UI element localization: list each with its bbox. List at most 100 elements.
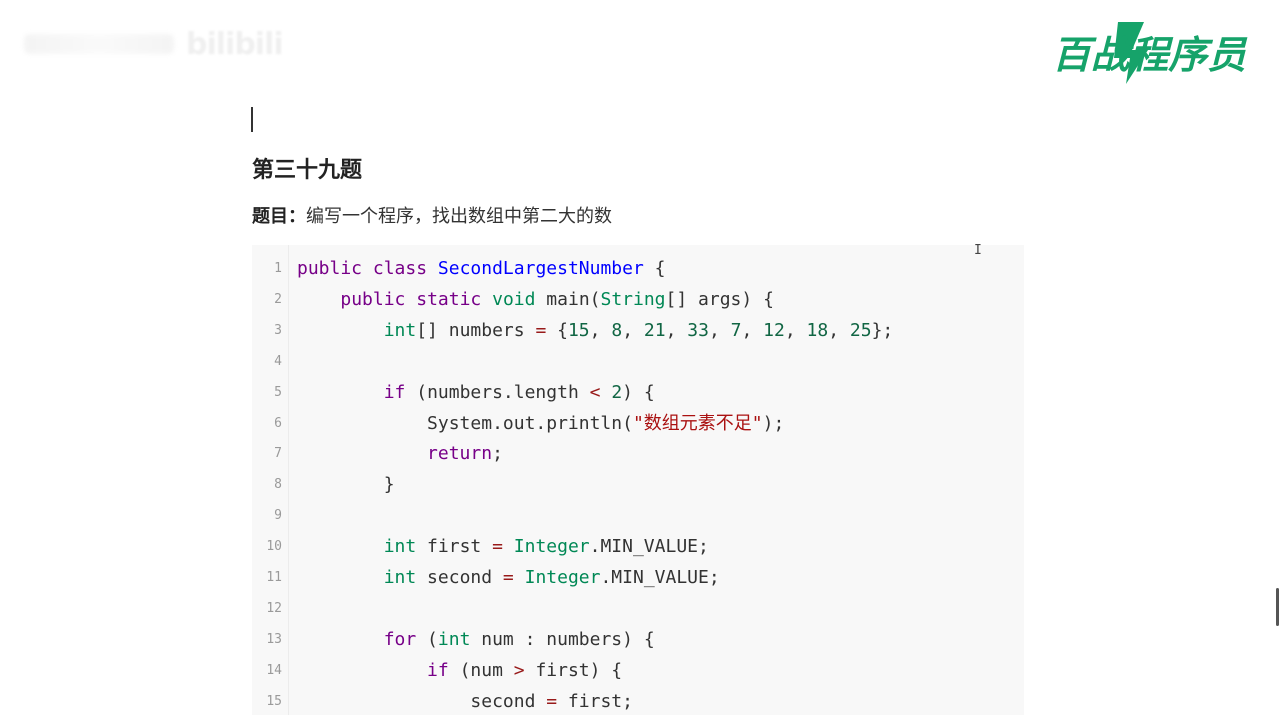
code-token: int (383, 567, 417, 588)
mouse-ibeam-icon: I (974, 243, 982, 258)
code-token: 25 (849, 319, 872, 341)
code-token (362, 258, 373, 279)
code-token: main( (535, 288, 601, 310)
code-token: , (622, 319, 644, 341)
code-text: if (numbers.length < 2) { (297, 377, 655, 408)
code-token: second (416, 567, 503, 588)
code-token: }; (871, 319, 894, 341)
code-token: } (297, 474, 395, 496)
code-token: ; (492, 443, 503, 465)
code-text: System.out.println("数组元素不足"); (297, 408, 784, 439)
code-line: 7 return; (252, 438, 1024, 469)
code-token (405, 289, 416, 310)
code-line: 3 int[] numbers = {15, 8, 21, 33, 7, 12,… (252, 315, 1024, 346)
code-token: 21 (643, 319, 666, 341)
watermark-site-text: bilibili (186, 26, 284, 62)
code-token (297, 382, 384, 403)
line-number: 6 (274, 415, 282, 431)
code-token (297, 629, 384, 650)
code-token: class (372, 258, 428, 279)
line-number-gutter (252, 245, 289, 715)
text-cursor (251, 107, 253, 132)
lightning-bolt-shape (1114, 22, 1148, 84)
line-number: 9 (274, 508, 282, 524)
code-token (297, 567, 384, 588)
code-token: public (297, 258, 363, 279)
code-token: , (741, 319, 764, 341)
code-token: , (708, 319, 731, 341)
line-number: 4 (274, 353, 282, 369)
code-token: [] args) { (665, 288, 774, 310)
code-line: 1 public class SecondLargestNumber { (252, 253, 1024, 284)
code-token: 12 (763, 319, 785, 341)
code-token: first) { (524, 659, 623, 681)
code-token: "数组元素不足" (632, 412, 763, 434)
line-number: 2 (274, 291, 282, 307)
code-token: ) { (622, 381, 655, 403)
code-token: Integer (513, 536, 590, 558)
code-text: int[] numbers = {15, 8, 21, 33, 7, 12, 1… (297, 315, 894, 346)
code-line: 15 second = first; (252, 686, 1024, 717)
bilibili-watermark: bilibili (24, 22, 284, 66)
code-token: ); (762, 412, 785, 434)
code-token: , (589, 319, 612, 341)
code-token (297, 443, 427, 464)
code-token: int (383, 319, 417, 341)
code-text: } (297, 469, 395, 500)
code-token: (num (448, 659, 514, 681)
code-line: 14 if (num > first) { (252, 655, 1024, 686)
code-token: < (589, 381, 601, 403)
line-number: 1 (274, 261, 282, 276)
page-title: 第三十九题 (252, 158, 363, 183)
line-number: 5 (274, 384, 282, 400)
code-text: second = first; (297, 686, 633, 717)
code-line: 5 if (numbers.length < 2) { (252, 377, 1024, 408)
code-token: { (546, 319, 568, 341)
code-token: Integer (524, 567, 601, 588)
code-token: 33 (687, 319, 709, 341)
code-token: void (492, 288, 536, 310)
code-line: 11 int second = Integer.MIN_VALUE; (252, 562, 1024, 593)
code-text: public class SecondLargestNumber { (297, 253, 666, 284)
line-number: 7 (274, 446, 282, 462)
code-token: num : numbers) { (470, 628, 655, 650)
code-token: int (383, 536, 417, 558)
scrollbar-thumb[interactable] (1276, 588, 1279, 626)
code-token: , (828, 319, 850, 341)
code-token: , (784, 319, 807, 341)
code-line: 12 (252, 593, 1024, 624)
code-token (297, 320, 384, 341)
line-number: 3 (274, 322, 282, 338)
code-token (297, 289, 340, 310)
code-token (297, 536, 384, 557)
line-number: 8 (274, 477, 282, 493)
code-token: String (600, 288, 666, 310)
code-token: static (416, 288, 482, 310)
code-text: int first = Integer.MIN_VALUE; (297, 531, 709, 562)
code-line: 13 for (int num : numbers) { (252, 624, 1024, 655)
code-token: [] numbers (416, 319, 536, 341)
code-token: int (437, 628, 471, 650)
code-token: return (427, 443, 493, 465)
line-number: 13 (266, 631, 282, 647)
code-token (514, 567, 525, 588)
code-line: 4 (252, 346, 1024, 377)
code-text: public static void main(String[] args) { (297, 284, 774, 315)
code-token (503, 536, 514, 557)
code-line: 6 System.out.println("数组元素不足"); (252, 408, 1024, 439)
code-token: 15 (567, 319, 590, 341)
code-text: for (int num : numbers) { (297, 624, 655, 655)
code-line: 2 public static void main(String[] args)… (252, 284, 1024, 315)
code-token: .MIN_VALUE; (589, 536, 709, 558)
code-token: = (535, 319, 547, 341)
code-token (427, 258, 438, 279)
code-token: (numbers.length (405, 381, 590, 403)
code-line: 9 (252, 500, 1024, 531)
code-token: > (513, 659, 525, 681)
question-label: 题目： (252, 206, 306, 227)
code-token: 8 (611, 319, 623, 341)
code-token: ( (416, 628, 438, 650)
code-token (481, 289, 492, 310)
question-text: 编写一个程序，找出数组中第二大的数 (306, 206, 612, 227)
